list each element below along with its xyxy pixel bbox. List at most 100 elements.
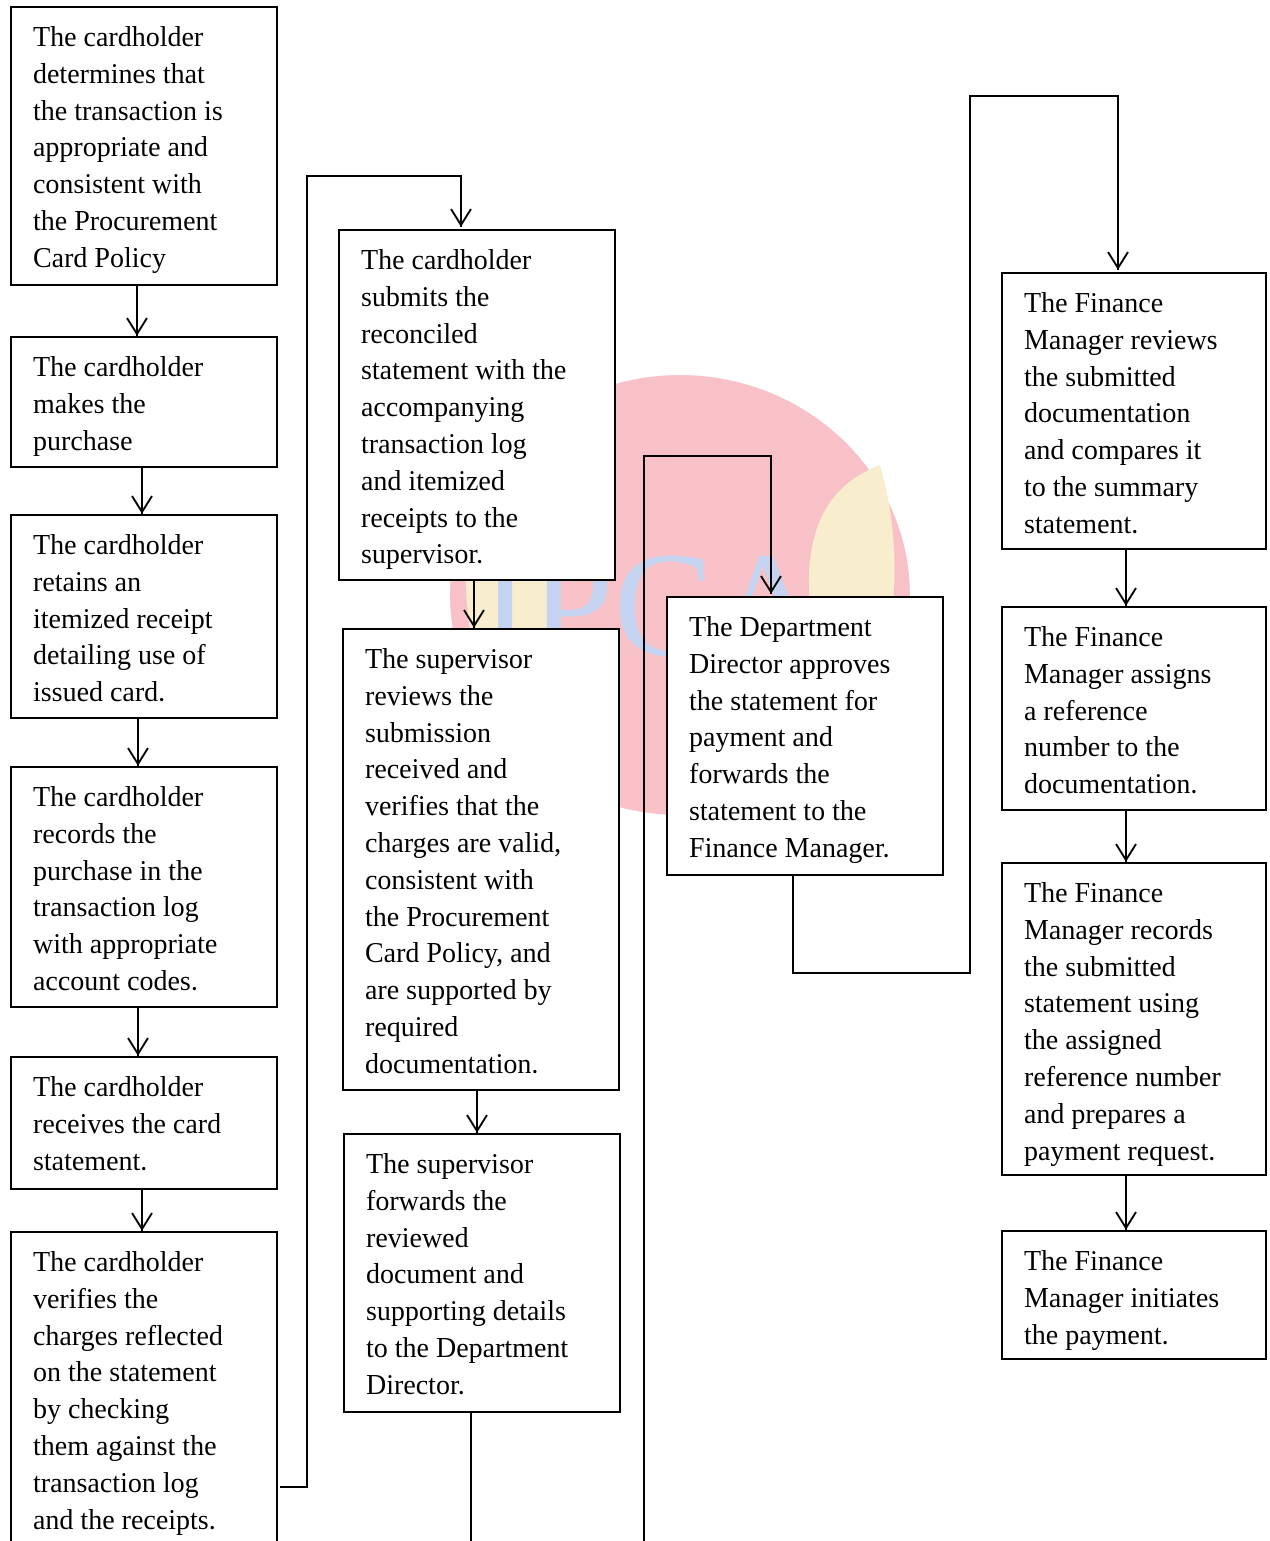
step-text-line: makes the [33,388,146,420]
step-text-line: documentation. [365,1048,539,1080]
step-text-line: a reference [1024,695,1148,727]
step-text-line: Director approves [689,648,891,680]
step-text-line: them against the [33,1430,217,1462]
step-text-line: the statement for [689,685,878,717]
step-text-line: received and [365,754,508,786]
step-box-record-transaction: The cardholder records the purchase in the… [10,766,278,1008]
arrowhead [1107,251,1129,270]
step-text-line: itemized receipt [33,603,213,635]
step-text-line: statement using [1024,988,1199,1020]
arrowhead [131,495,153,514]
arrowhead [127,747,149,766]
step-text-line: required [365,1011,459,1043]
step-text-line: Finance Manager. [689,832,890,864]
step-box-supervisor-forward: The supervisor forwards the reviewed docume… [343,1133,621,1413]
step-text-line: Manager reviews [1024,324,1218,356]
step-text-line: statement. [1024,508,1139,540]
step-text-line: payment request. [1024,1135,1216,1167]
step-text-line: and prepares a [1024,1098,1186,1130]
arrowhead [450,208,472,227]
step-text-line: purchase in the [33,855,203,887]
step-text-line: the submitted [1024,361,1176,393]
step-text-line: The Department [689,612,872,643]
step-text-line: issued card. [33,677,166,709]
step-text-line: transaction log [33,892,199,924]
step-text-line: Card Policy, and [365,938,551,970]
step-text-line: The Finance [1024,288,1164,319]
step-text-line: Card Policy [33,242,166,274]
step-text-line: receipts to the [361,502,519,534]
step-text-line: reconciled [361,318,478,350]
step-text-line: transaction log [33,1467,199,1499]
step-text-line: on the statement [33,1357,217,1389]
arrowhead [1115,587,1137,606]
step-text-line: forwards the [689,759,830,791]
step-text-line: the payment. [1024,1319,1169,1351]
step-text-line: with appropriate [33,929,218,961]
step-text-line: the Procurement [365,901,550,933]
step-text-line: documentation. [1024,769,1198,801]
arrowhead [463,609,485,628]
step-text-line: statement with the [361,355,567,387]
step-text-line: number to the [1024,732,1180,764]
step-text-line: and the receipts. [33,1504,216,1536]
step-text-line: determines that [33,58,205,90]
step-text-line: the Procurement [33,205,218,237]
step-text-line: The cardholder [33,1072,204,1103]
step-text-line: the assigned [1024,1025,1162,1057]
step-text-line: reviews the [365,680,494,712]
step-text-line: The cardholder [33,530,204,561]
step-text-line: to the summary [1024,471,1199,503]
step-text-line: supporting details [366,1296,566,1328]
step-text-line: document and [366,1259,524,1291]
step-text-line: The cardholder [33,782,204,813]
step-text-line: accompanying [361,392,525,424]
step-text-line: statement to the [689,795,867,827]
step-text-line: reviewed [366,1222,469,1254]
step-box-submit-to-supervisor: The cardholder submits the reconciled state… [338,229,616,581]
step-text-line: the submitted [1024,951,1176,983]
step-text-line: The Finance [1024,878,1164,909]
step-text-line: Manager initiates [1024,1282,1220,1314]
step-text-line: payment and [689,722,833,754]
step-text-line: records the [33,818,157,850]
step-text-line: supervisor. [361,539,484,571]
step-text-line: The Finance [1024,1246,1164,1277]
step-text-line: The supervisor [366,1149,534,1180]
step-text-line: statement. [33,1145,148,1177]
connector-b9-b10 [470,455,772,1541]
arrowhead [126,317,148,336]
step-text-line: appropriate and [33,132,208,164]
step-text-line: transaction log [361,428,527,460]
step-text-line: forwards the [366,1185,507,1217]
step-text-line: to the Department [366,1332,569,1364]
step-text-line: consistent with [365,864,534,896]
arrowhead [466,1114,488,1133]
step-text-line: purchase [33,425,133,457]
step-text-line: documentation [1024,398,1191,430]
step-text-line: The cardholder [33,22,204,53]
step-text-line: and compares it [1024,435,1202,467]
step-text-line: charges reflected [33,1320,223,1352]
arrowhead [127,1037,149,1056]
step-text-line: The cardholder [361,245,532,276]
step-text-line: account codes. [33,965,198,997]
step-text-line: detailing use of [33,640,206,672]
step-text-line: retains an [33,566,142,598]
step-box-retain-receipt: The cardholder retains an itemized receipt… [10,514,278,719]
step-text-line: submits the [361,281,490,313]
arrowhead [131,1212,153,1231]
step-text-line: Director. [366,1369,465,1401]
step-text-line: verifies that the [365,791,540,823]
